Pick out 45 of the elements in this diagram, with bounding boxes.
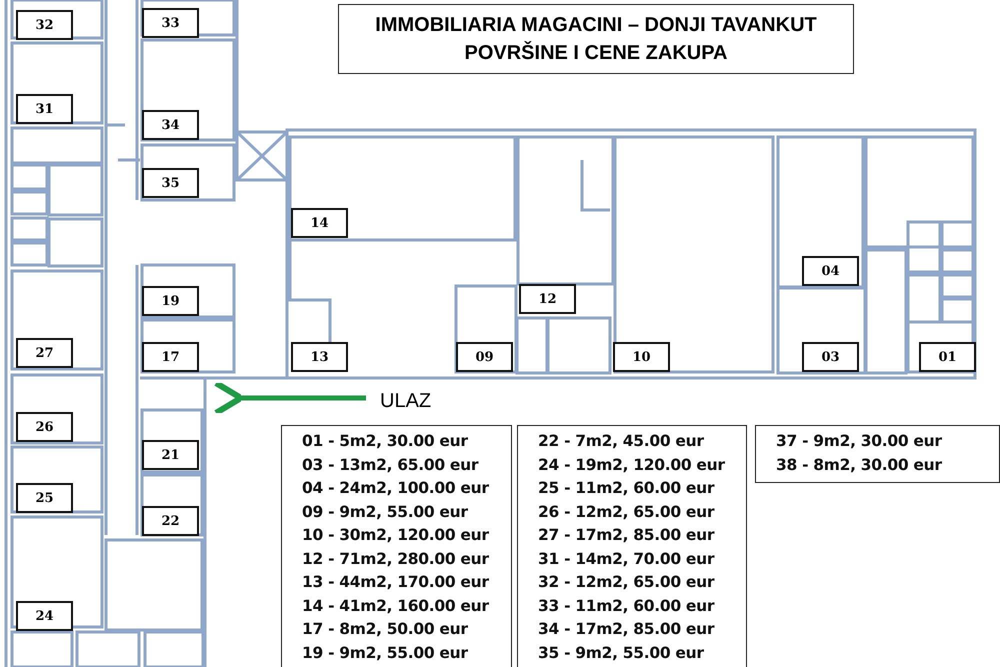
title: IMMOBILIARIA MAGACINI – DONJI TAVANKUT POVRŠINE I CENE ZAKUPA: [374, 13, 818, 66]
table-row: 33 - 11m2, 60.00 eur: [538, 596, 714, 614]
table-row: 14 - 41m2, 160.00 eur: [302, 596, 489, 614]
table-row: 17 - 8m2, 50.00 eur: [302, 620, 468, 638]
unit-number: 33: [142, 8, 199, 38]
unit-number: 34: [142, 110, 199, 140]
unit-number: 35: [142, 168, 199, 198]
table-row: 04 - 24m2, 100.00 eur: [302, 479, 489, 497]
entrance-label: ULAZ: [380, 390, 432, 413]
table-row: 12 - 71m2, 280.00 eur: [302, 550, 489, 568]
table-row: 26 - 12m2, 65.00 eur: [538, 502, 714, 520]
table-row: 35 - 9m2, 55.00 eur: [538, 644, 704, 662]
unit-number: 13: [291, 342, 348, 372]
table-row: 19 - 9m2, 55.00 eur: [302, 644, 468, 662]
unit-number: 09: [456, 342, 513, 372]
unit-number: 17: [142, 342, 199, 372]
table-row: 10 - 30m2, 120.00 eur: [302, 526, 489, 544]
table-row: 37 - 9m2, 30.00 eur: [776, 432, 942, 450]
table-row: 13 - 44m2, 170.00 eur: [302, 573, 489, 591]
unit-number: 31: [16, 94, 73, 124]
table-row: 38 - 8m2, 30.00 eur: [776, 456, 942, 474]
table-row: 22 - 7m2, 45.00 eur: [538, 432, 704, 450]
table-row: 09 - 9m2, 55.00 eur: [302, 502, 468, 520]
unit-number: 12: [519, 284, 576, 314]
table-row: 32 - 12m2, 65.00 eur: [538, 573, 714, 591]
table-row: 27 - 17m2, 85.00 eur: [538, 526, 714, 544]
unit-number: 25: [16, 483, 73, 513]
unit-number: 14: [291, 208, 348, 238]
unit-number: 04: [802, 256, 859, 286]
unit-number: 03: [802, 342, 859, 372]
unit-number: 19: [142, 286, 199, 316]
table-row: 34 - 17m2, 85.00 eur: [538, 620, 714, 638]
table-row: 24 - 19m2, 120.00 eur: [538, 456, 725, 474]
table-row: 25 - 11m2, 60.00 eur: [538, 479, 714, 497]
unit-number: 32: [16, 10, 73, 40]
unit-number: 01: [919, 342, 976, 372]
unit-number: 10: [613, 342, 670, 372]
unit-number: 24: [16, 601, 73, 631]
table-row: 01 - 5m2, 30.00 eur: [302, 432, 468, 450]
table-row: 03 - 13m2, 65.00 eur: [302, 456, 478, 474]
unit-number: 26: [16, 412, 73, 442]
unit-number: 27: [16, 338, 73, 368]
unit-number: 21: [142, 440, 199, 470]
unit-number: 22: [142, 506, 199, 536]
table-row: 31 - 14m2, 70.00 eur: [538, 550, 714, 568]
